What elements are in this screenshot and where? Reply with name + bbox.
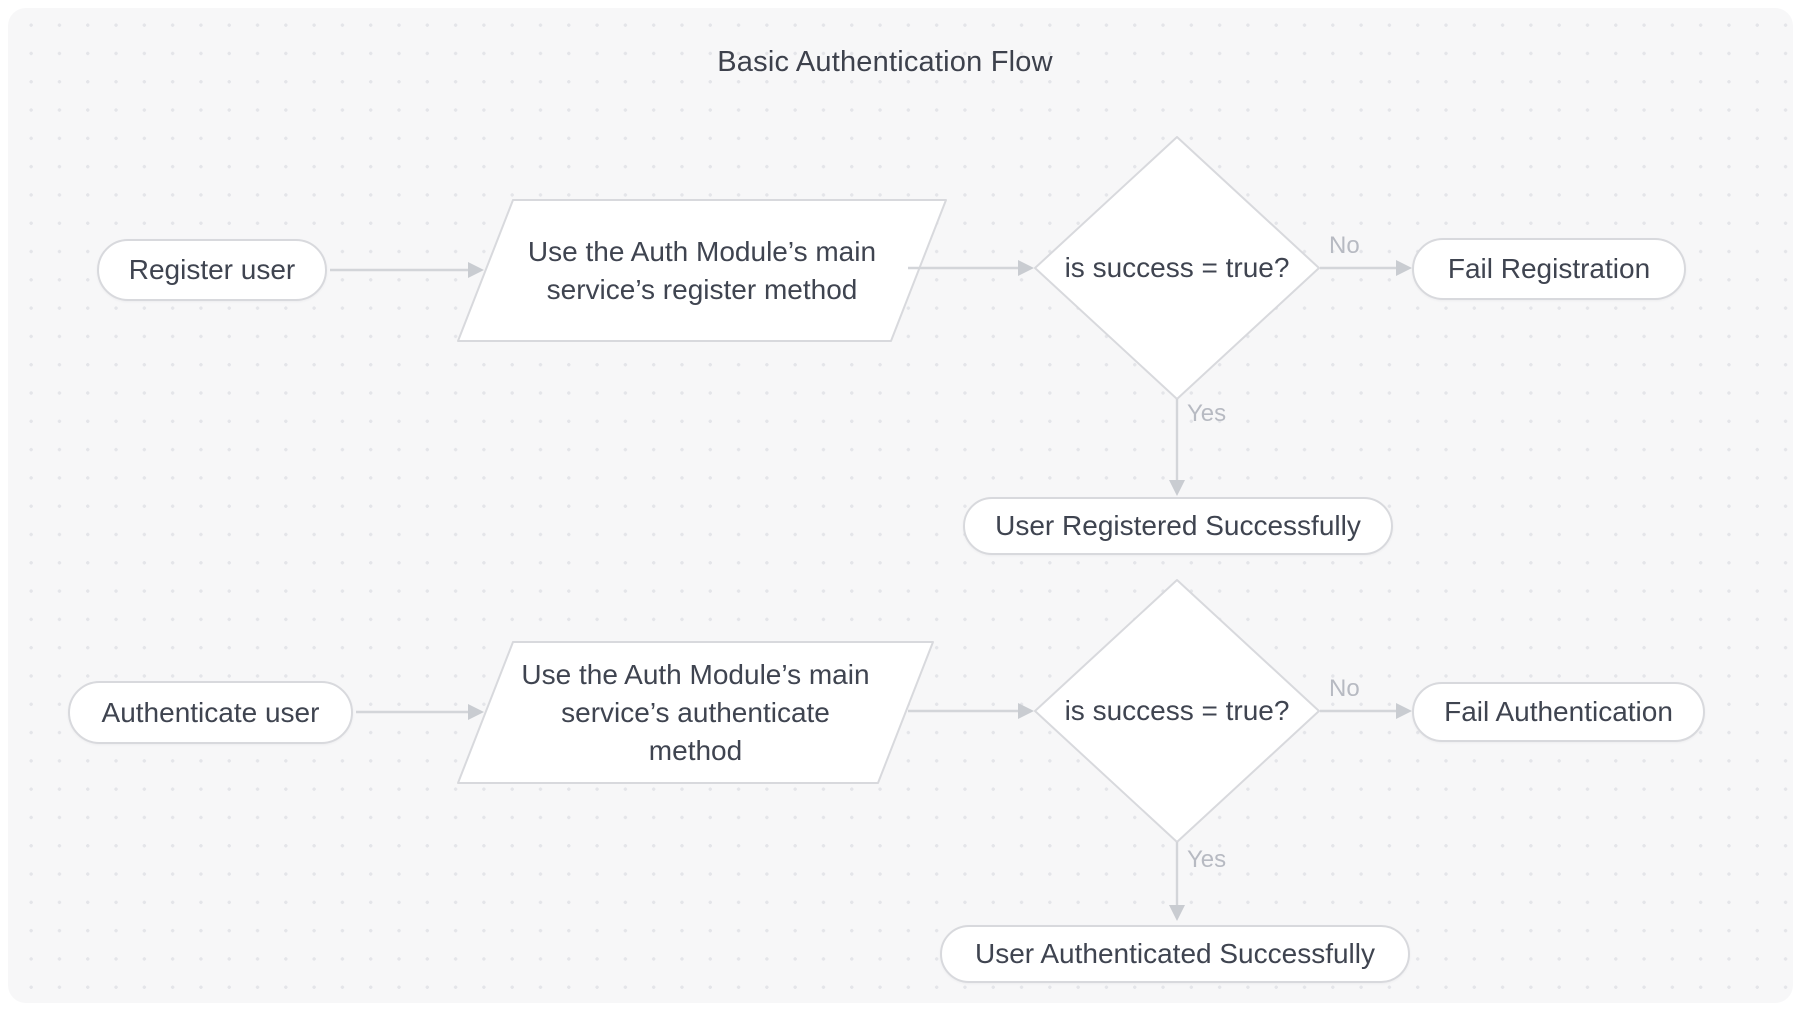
node-label: Register user [128, 254, 296, 285]
node-label: User Authenticated Successfully [975, 938, 1375, 969]
edge-label-yes-registration: Yes [1187, 400, 1227, 427]
start-node-registration[interactable]: Register user [97, 239, 327, 301]
fail-node-registration[interactable]: Fail Registration [1412, 238, 1686, 300]
flowchart-canvas [8, 8, 1793, 1003]
success-node-authentication[interactable]: User Authenticated Successfully [940, 925, 1410, 983]
node-label: User Registered Successfully [995, 510, 1361, 541]
start-node-authentication[interactable]: Authenticate user [68, 681, 353, 744]
edge-label-yes-authentication: Yes [1187, 846, 1227, 873]
node-label: Fail Authentication [1444, 696, 1673, 727]
fail-node-authentication[interactable]: Fail Authentication [1412, 682, 1705, 742]
edge-label-no-authentication: No [1329, 675, 1360, 702]
edge-label-no-registration: No [1329, 232, 1360, 259]
success-node-registration[interactable]: User Registered Successfully [963, 497, 1393, 555]
diagram-title: Basic Authentication Flow [717, 45, 1053, 78]
node-label: Fail Registration [1447, 253, 1651, 284]
node-label: Authenticate user [101, 696, 320, 728]
